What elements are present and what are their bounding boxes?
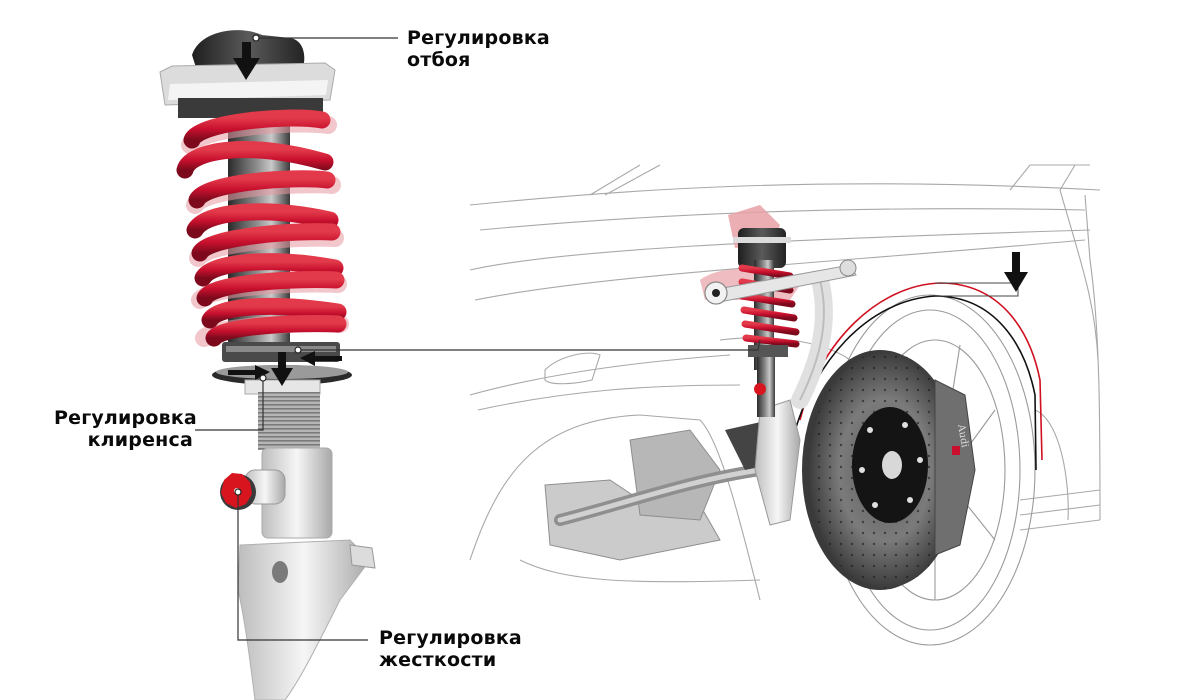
caliper-badge — [952, 446, 960, 455]
callout-clearance-adjustment: Регулировка клиренса — [54, 407, 197, 451]
clearance-arrows-icon — [228, 351, 342, 386]
callout-rebound-adjustment: Регулировка отбоя — [407, 27, 550, 71]
callout-rebound-line2: отбоя — [407, 49, 471, 71]
leader-clearance — [195, 378, 264, 431]
leader-stiffness — [237, 492, 368, 641]
callout-stiffness-line1: Регулировка — [379, 627, 522, 649]
brake-caliper — [934, 379, 976, 556]
installed-strut — [700, 205, 857, 417]
caliper-logo: Audi — [955, 423, 970, 449]
callout-clearance-line2: клиренса — [87, 429, 193, 451]
lowering-arrow-icon — [1004, 252, 1028, 292]
callout-clearance-line1: Регулировка — [54, 407, 197, 429]
steering-knuckle — [754, 399, 801, 526]
callout-stiffness-adjustment: Регулировка жесткости — [379, 627, 522, 671]
callout-rebound-line1: Регулировка — [407, 27, 550, 49]
coilover-main — [159, 30, 376, 700]
brake-disc — [802, 350, 961, 590]
subframe — [544, 420, 790, 561]
rebound-arrow-icon — [233, 42, 260, 80]
callout-stiffness-line2: жесткости — [379, 649, 497, 671]
car-body-outline — [469, 164, 1101, 601]
leader-lowering — [300, 339, 761, 351]
coil-spring — [176, 109, 349, 347]
leader-lines — [195, 34, 761, 641]
